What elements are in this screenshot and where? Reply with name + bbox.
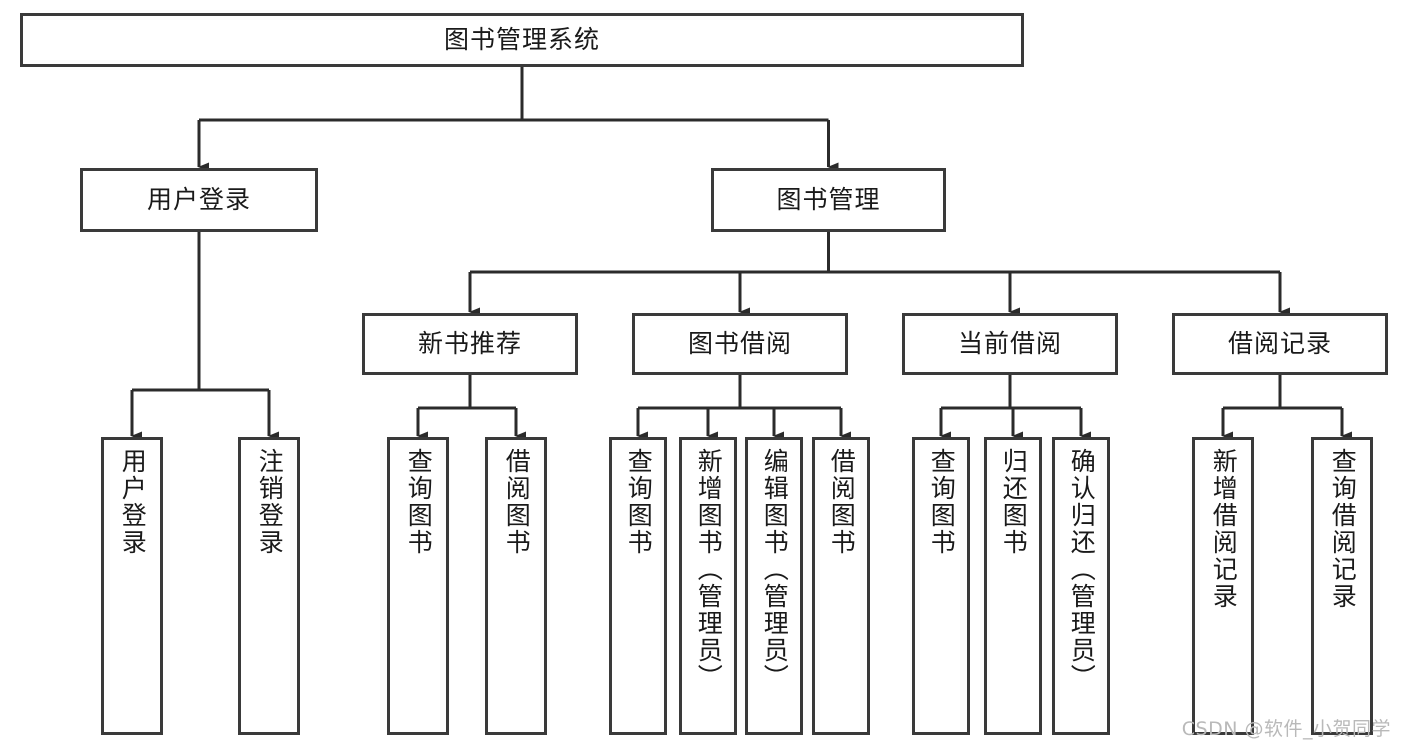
node-leaf-confirm-return-admin[interactable]: 确认归还（管理员） <box>1052 437 1110 735</box>
node-label: 归还图书 <box>999 448 1029 556</box>
node-leaf-query-book-recommend[interactable]: 查询图书 <box>387 437 449 735</box>
node-root-system[interactable]: 图书管理系统 <box>20 13 1024 67</box>
node-leaf-borrow-book-recommend[interactable]: 借阅图书 <box>485 437 547 735</box>
node-user-login[interactable]: 用户登录 <box>80 168 318 232</box>
node-label: 注销登录 <box>255 448 285 556</box>
node-leaf-return-book[interactable]: 归还图书 <box>984 437 1042 735</box>
node-label: 新增图书（管理员） <box>694 448 724 691</box>
node-leaf-query-book-current[interactable]: 查询图书 <box>912 437 970 735</box>
node-leaf-edit-book-admin[interactable]: 编辑图书（管理员） <box>745 437 803 735</box>
node-label: 图书管理系统 <box>443 25 600 55</box>
node-leaf-logout[interactable]: 注销登录 <box>238 437 300 735</box>
node-label: 用户登录 <box>118 448 148 556</box>
node-label: 用户登录 <box>146 185 251 215</box>
node-leaf-user-login[interactable]: 用户登录 <box>101 437 163 735</box>
node-label: 查询图书 <box>927 448 957 556</box>
node-current-borrowing[interactable]: 当前借阅 <box>902 313 1118 375</box>
node-label: 借阅图书 <box>502 448 532 556</box>
watermark-text: CSDN @软件_小贺同学 <box>1181 718 1391 740</box>
node-book-borrowing[interactable]: 图书借阅 <box>632 313 848 375</box>
node-label: 查询图书 <box>624 448 654 556</box>
node-label: 编辑图书（管理员） <box>760 448 790 691</box>
node-label: 借阅记录 <box>1227 329 1332 359</box>
node-label: 当前借阅 <box>957 329 1062 359</box>
node-leaf-borrow-book[interactable]: 借阅图书 <box>812 437 870 735</box>
node-leaf-add-borrow-record[interactable]: 新增借阅记录 <box>1192 437 1254 735</box>
node-borrowing-record[interactable]: 借阅记录 <box>1172 313 1388 375</box>
node-label: 借阅图书 <box>827 448 857 556</box>
edge-paths <box>130 67 1352 441</box>
node-label: 新增借阅记录 <box>1209 448 1239 610</box>
node-label: 查询借阅记录 <box>1328 448 1358 610</box>
node-book-management[interactable]: 图书管理 <box>711 168 946 232</box>
node-label: 图书管理 <box>776 185 881 215</box>
node-label: 新书推荐 <box>417 329 522 359</box>
node-label: 查询图书 <box>404 448 434 556</box>
node-leaf-query-book-borrow[interactable]: 查询图书 <box>609 437 667 735</box>
node-leaf-query-borrow-record[interactable]: 查询借阅记录 <box>1311 437 1373 735</box>
node-label: 确认归还（管理员） <box>1067 448 1097 691</box>
node-new-book-recommendation[interactable]: 新书推荐 <box>362 313 578 375</box>
node-label: 图书借阅 <box>687 329 792 359</box>
node-leaf-add-book-admin[interactable]: 新增图书（管理员） <box>679 437 737 735</box>
